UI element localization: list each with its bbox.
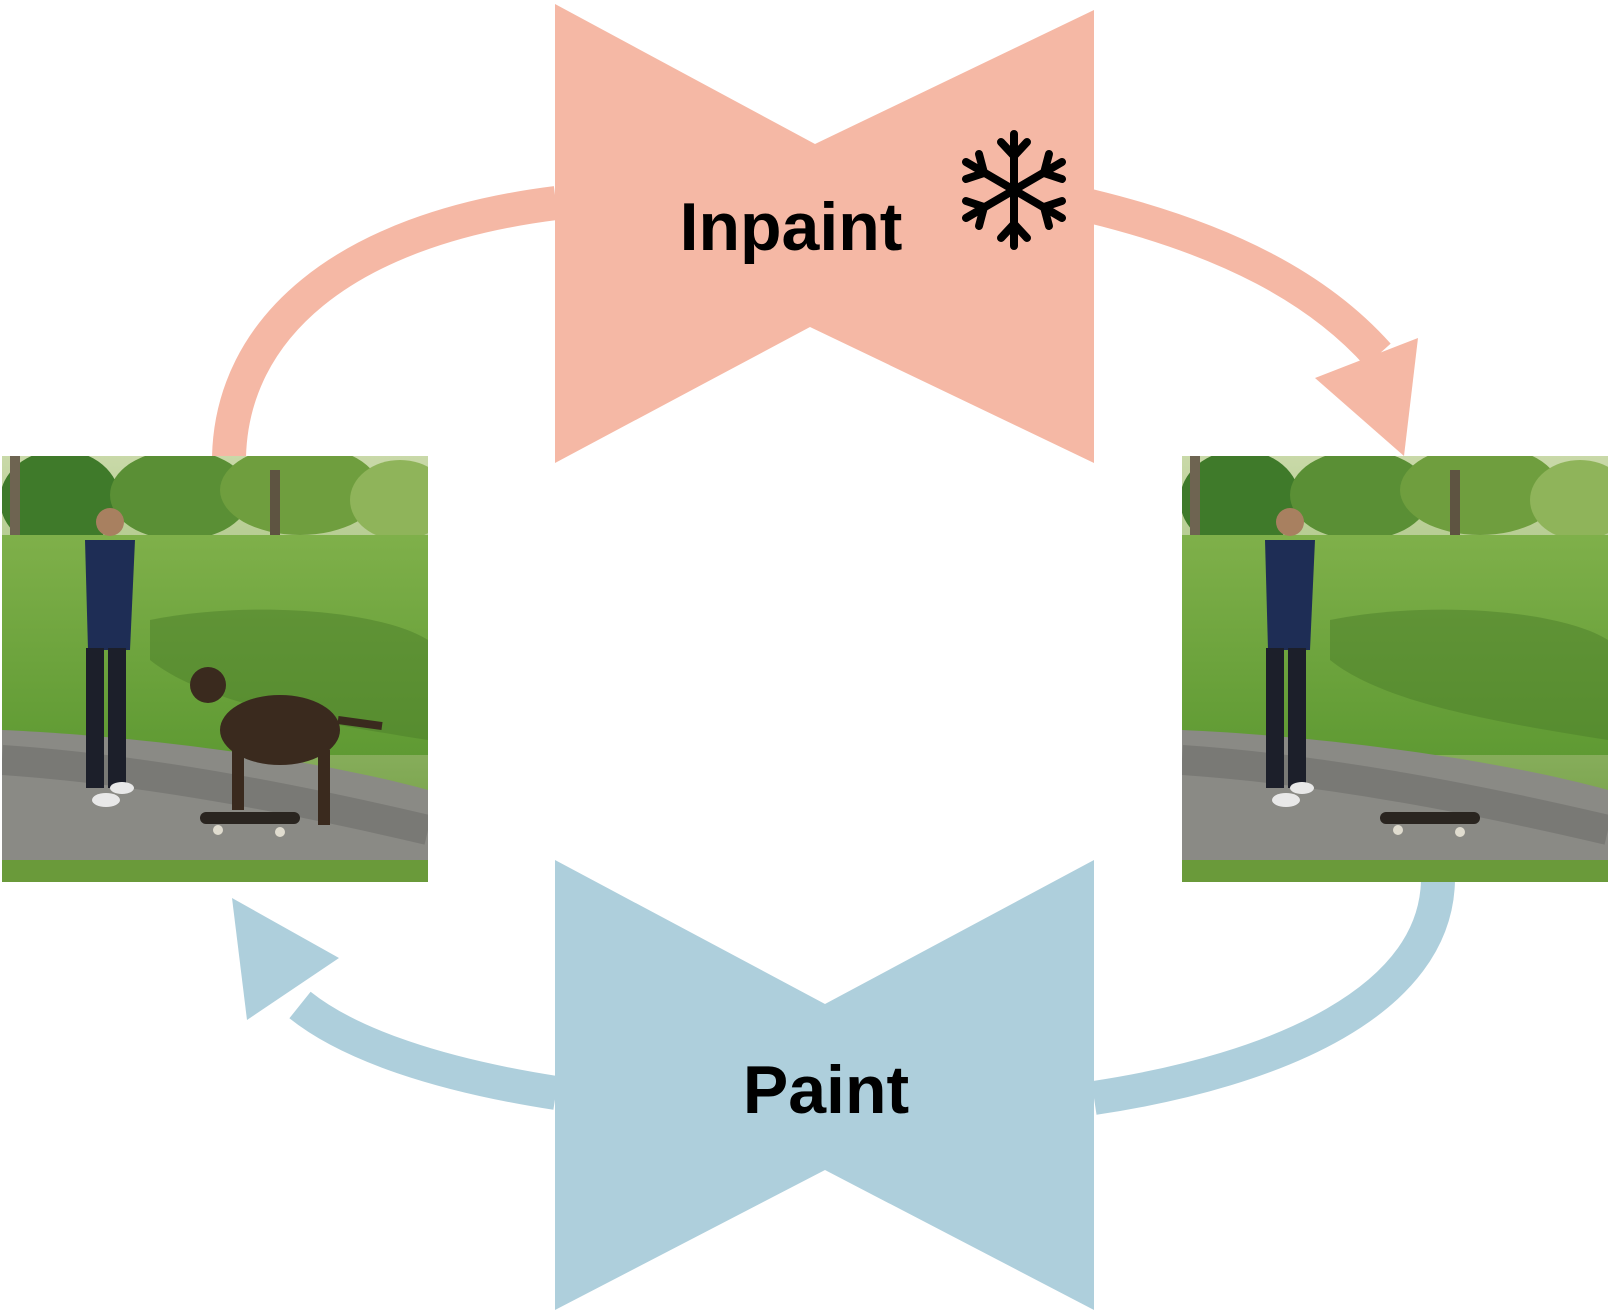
arrow-inpaint-to-right [1085,189,1391,367]
man-figure [85,508,135,807]
skateboard-right [1380,812,1480,837]
skateboard-left [200,812,300,837]
arrowhead-right [1315,338,1418,456]
inpaint-bowtie [555,4,1094,463]
inpaint-block: Inpaint [555,4,1094,463]
left-photo [2,456,428,882]
arrow-right-to-paint [1091,879,1455,1115]
inpaint-label: Inpaint [680,189,903,265]
snowflake-icon [962,130,1066,250]
inpaint-arrows [212,186,1418,458]
paint-block: Paint [555,860,1094,1310]
man-figure-right [1265,508,1315,807]
right-photo [1182,456,1608,882]
paint-bowtie [555,860,1094,1310]
paint-label: Paint [743,1052,909,1128]
arrow-left-to-inpaint [212,186,559,458]
dog-figure [190,667,383,825]
paint-arrows [232,879,1455,1115]
arrowhead-left [232,898,339,1020]
arrow-paint-to-left [289,991,559,1110]
